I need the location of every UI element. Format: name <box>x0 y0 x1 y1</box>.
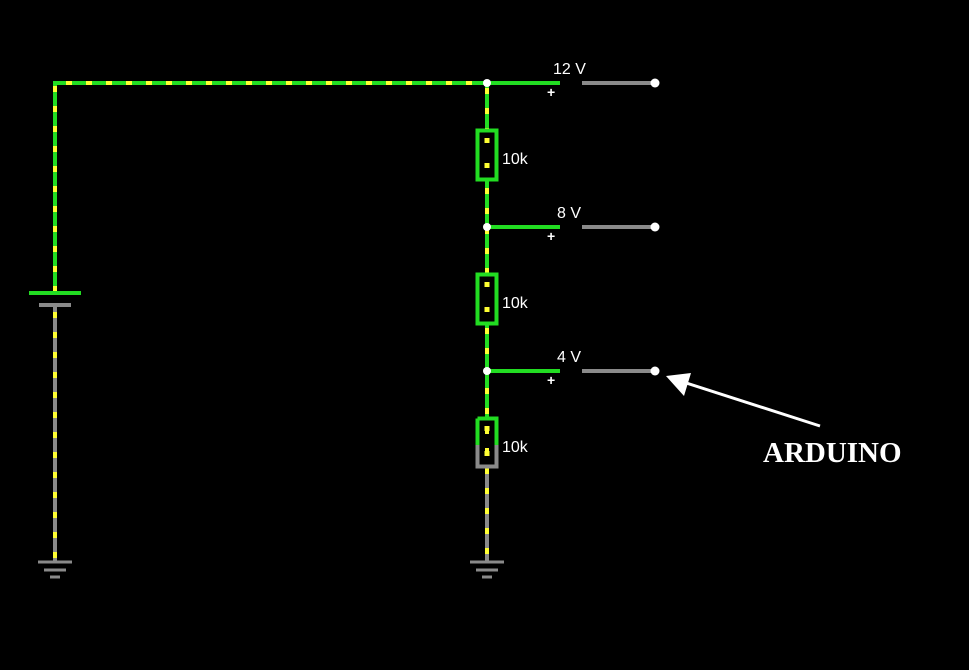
arduino-label: ARDUINO <box>763 437 902 469</box>
ground-icon <box>38 560 72 579</box>
resistor-2[interactable] <box>475 272 499 326</box>
output-terminal-4v[interactable] <box>650 366 660 376</box>
output-terminal-12v[interactable] <box>650 78 660 88</box>
battery-icon[interactable] <box>29 291 81 307</box>
ground-icon <box>470 560 504 579</box>
output-label-4v: 4 V <box>557 349 581 366</box>
output-tap-12v[interactable]: 12 V + <box>483 61 660 100</box>
output-label-8v: 8 V <box>557 205 581 222</box>
resistor-1-label: 10k <box>502 151 529 168</box>
output-tap-8v[interactable]: 8 V + <box>483 205 660 244</box>
output-label-12v: 12 V <box>553 61 586 78</box>
output-polarity-8v: + <box>547 228 555 244</box>
output-tap-4v[interactable]: 4 V + <box>483 349 660 388</box>
resistor-3-label: 10k <box>502 439 529 456</box>
current-top <box>53 81 487 292</box>
arrow-icon <box>666 373 821 428</box>
arduino-annotation: ARDUINO <box>666 373 902 469</box>
output-polarity-4v: + <box>547 372 555 388</box>
divider-branch: 10k 10k 10k <box>470 83 529 579</box>
output-polarity-12v: + <box>547 84 555 100</box>
resistor-1[interactable] <box>475 128 499 182</box>
resistor-3[interactable] <box>475 416 499 469</box>
battery-branch <box>29 81 487 579</box>
wire-top[interactable] <box>53 81 487 292</box>
output-terminal-8v[interactable] <box>650 222 660 232</box>
resistor-2-label: 10k <box>502 295 529 312</box>
